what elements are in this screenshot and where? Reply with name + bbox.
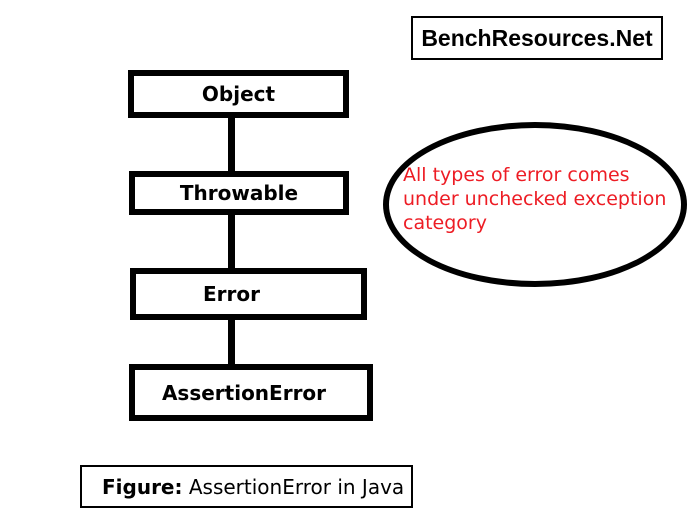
annotation-ellipse [383,122,687,287]
connector-object-throwable [228,117,235,172]
node-error: Error [130,268,367,320]
node-object-label: Object [201,82,276,106]
annotation-line-3: category [403,212,487,234]
node-assertionerror: AssertionError [129,364,373,421]
annotation-line-1: All types of error comes [403,164,630,186]
connector-throwable-error [228,214,235,269]
caption-text: AssertionError in Java [182,474,405,499]
node-error-label: Error [203,282,260,306]
annotation-text: All types of error comes under unchecked… [403,163,688,235]
node-throwable: Throwable [129,171,349,215]
node-throwable-label: Throwable [179,181,299,205]
node-assertionerror-label: AssertionError [161,380,327,405]
caption-prefix: Figure: [102,474,183,499]
annotation-line-2: under unchecked exception [403,188,667,210]
node-object: Object [128,70,349,118]
connector-error-assertionerror [228,319,235,365]
brand-label: BenchResources.Net [421,24,653,51]
brand-box: BenchResources.Net [411,16,663,60]
figure-caption-box: Figure: AssertionError in Java [80,465,413,508]
